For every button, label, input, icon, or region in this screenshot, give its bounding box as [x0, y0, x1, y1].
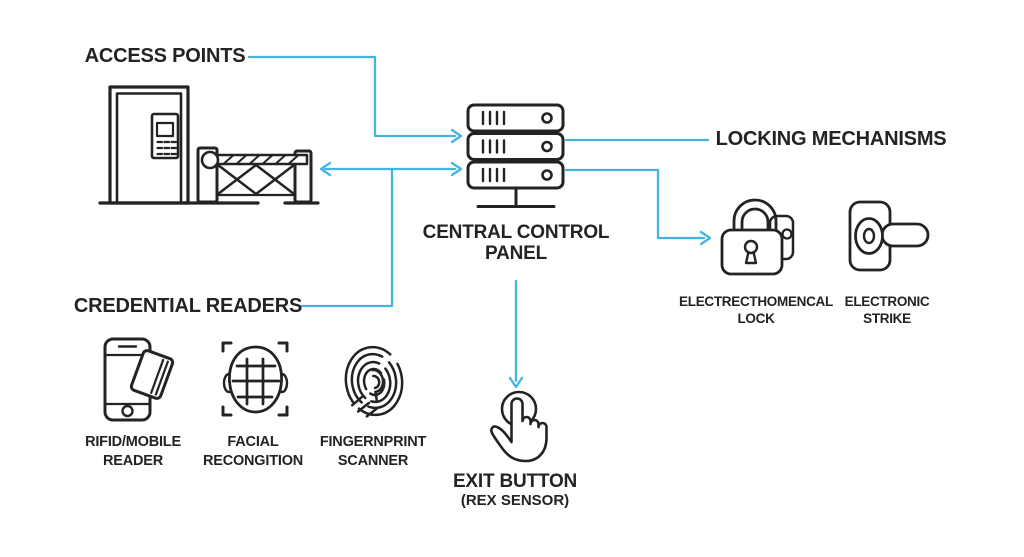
access-points-label: ACCESS POINTS — [84, 45, 246, 67]
facial-recognition-label: FACIAL RECONGITION — [202, 434, 304, 469]
arrow-right-icon — [699, 230, 712, 246]
barrier-gate-icon — [196, 146, 313, 204]
readers-to-line-branch — [300, 167, 394, 308]
arrow-right-icon — [450, 128, 463, 144]
arrow-left-icon — [319, 161, 332, 177]
door-handle-lever-icon — [848, 200, 930, 272]
electromechanical-lock-label: ELECTRECTHOMENCAL LOCK — [679, 294, 833, 326]
central-control-panel-label-line2: PANEL — [485, 243, 547, 264]
door-with-keypad-icon — [98, 85, 320, 205]
electronic-strike-label: ELECTRONIC STRIKE — [844, 294, 930, 326]
arrow-down-icon — [508, 376, 524, 389]
padlock-icon — [720, 198, 795, 276]
face-scan-icon — [221, 341, 289, 417]
panel-to-lock-line — [564, 168, 706, 240]
locking-mechanisms-label: LOCKING MECHANISMS — [715, 128, 947, 150]
exit-button-label: EXIT BUTTON — [452, 471, 578, 492]
server-stack-icon — [466, 103, 565, 208]
phone-with-card-icon — [103, 337, 175, 422]
credential-readers-label: CREDENTIAL READERS — [73, 295, 303, 317]
fingerprint-icon — [344, 345, 404, 418]
central-control-panel-label: CENTRAL CONTROL PANEL — [423, 222, 610, 264]
arrow-right-icon — [450, 161, 463, 177]
fingerprint-scanner-label: FINGERNPRINT SCANNER — [319, 434, 427, 469]
exit-button-sublabel: (REX SENSOR) — [460, 492, 570, 509]
rfid-mobile-reader-label: RIFID/MOBILE READER — [85, 434, 181, 469]
connector-lines — [247, 55, 712, 389]
tap-hand-icon — [490, 390, 548, 463]
central-control-panel-label-line1: CENTRAL CONTROL — [422, 222, 610, 243]
access-to-panel-line — [247, 55, 457, 138]
